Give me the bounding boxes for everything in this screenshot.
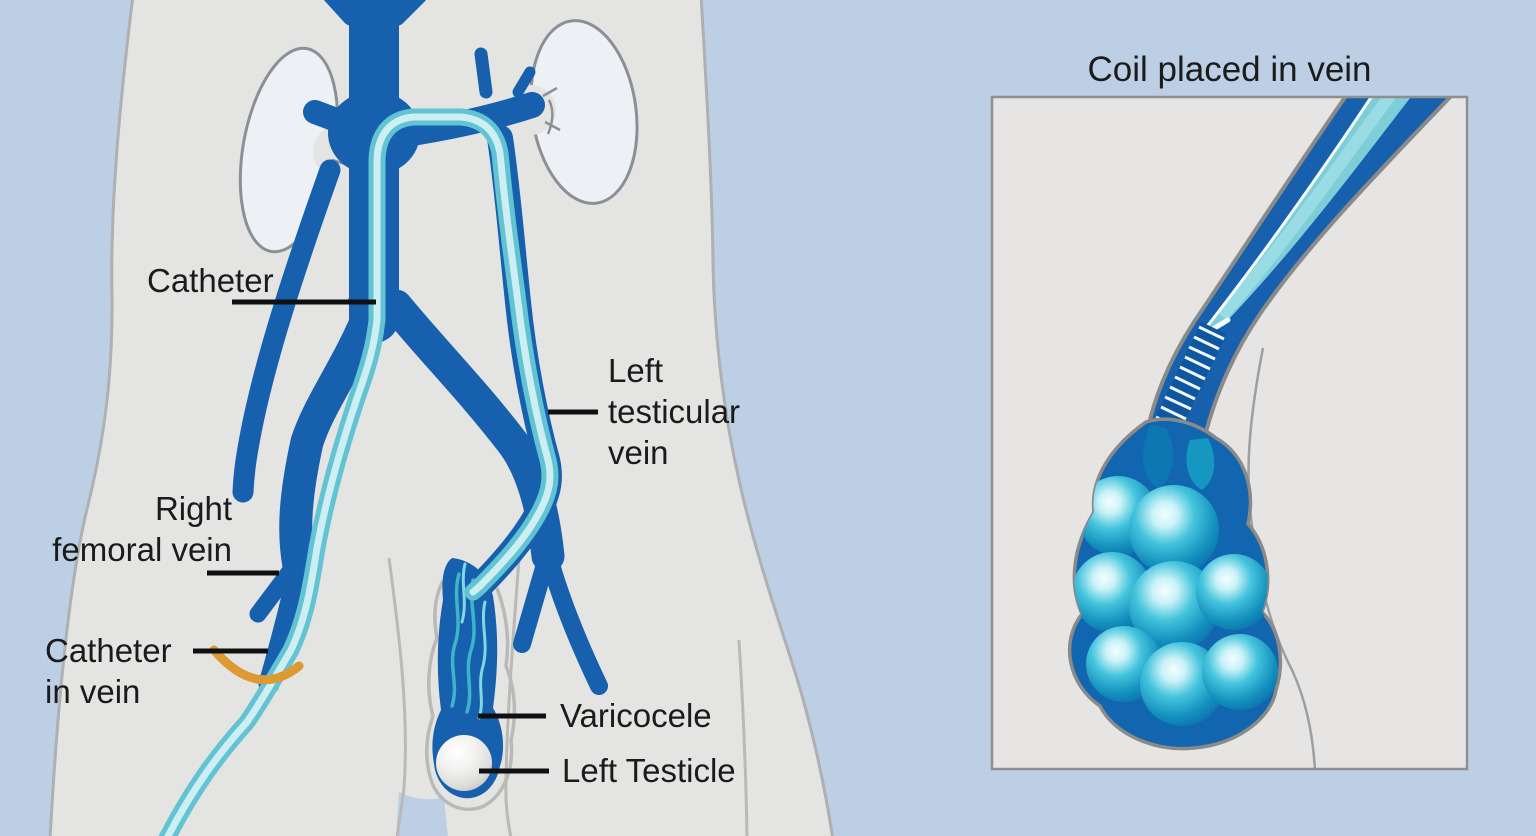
label-catheter: Catheter: [147, 260, 274, 301]
coil-shape: [1153, 321, 1227, 435]
scrotum-outline: [424, 580, 517, 812]
catheter-entry-marker: [209, 645, 304, 685]
renal-junction: [328, 91, 420, 175]
plexus-squiggles: [450, 562, 487, 720]
thigh-contour-right: [387, 557, 407, 836]
right-testicular-vein-shape: [232, 159, 341, 503]
torso-panel: [48, 0, 834, 836]
catheter-path: [158, 108, 559, 836]
thigh-contour-inner: [737, 639, 749, 836]
pointer-lines: [193, 299, 598, 774]
right-femoral-vein-shape: [279, 291, 389, 583]
inset-catheter-stripe: [1217, 97, 1397, 320]
inset-catheter-edge: [1196, 97, 1374, 339]
varicocele-bubbles: [1072, 425, 1278, 726]
testicle-shape: [436, 735, 492, 791]
label-catheter-in-vein: Catheter in vein: [45, 632, 172, 710]
inset-border: [990, 95, 1469, 771]
thigh-contour-left: [504, 544, 522, 836]
label-right-femoral-vein: Right femoral vein: [52, 490, 232, 568]
label-left-testicle: Left Testicle: [562, 752, 736, 789]
inset-panel: [990, 95, 1469, 771]
label-varicocele: Varicocele: [560, 697, 712, 734]
inset-title: Coil placed in vein: [1087, 50, 1372, 89]
label-left-testicular-vein: Left testicular vein: [608, 352, 741, 471]
label-catheter-text: Catheter: [147, 262, 274, 299]
leg-gap: [396, 792, 448, 836]
renal-vein-left: [303, 100, 364, 138]
